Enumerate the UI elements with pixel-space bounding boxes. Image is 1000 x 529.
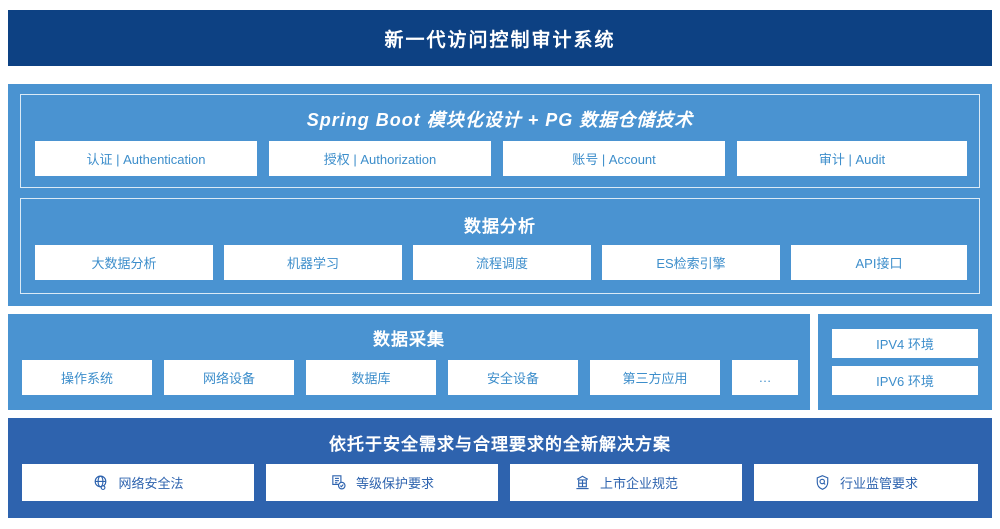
- chip-label: 第三方应用: [622, 371, 688, 386]
- page-title: 新一代访问控制审计系统: [384, 29, 616, 51]
- core-platform-subpanel: Spring Boot 模块化设计 + PG 数据仓储技术 认证 | Authe…: [20, 94, 980, 188]
- chip-label: ES检索引擎: [656, 256, 726, 271]
- chip-listed-enterprise-standards[interactable]: 上市企业规范: [510, 464, 742, 501]
- chip-label: 数据库: [351, 371, 391, 386]
- chip-machine-learning[interactable]: 机器学习: [224, 245, 402, 280]
- compliance-panel: 依托于安全需求与合理要求的全新解决方案 网络安全法: [8, 418, 992, 518]
- chip-network-device[interactable]: 网络设备: [164, 360, 294, 395]
- chip-es-search-engine[interactable]: ES检索引擎: [602, 245, 780, 280]
- chip-label: 网络安全法: [118, 476, 184, 491]
- chip-label: 流程调度: [475, 256, 528, 271]
- chip-label: 上市企业规范: [599, 476, 678, 491]
- chip-industry-regulatory-requirements[interactable]: 行业监管要求: [754, 464, 978, 501]
- chip-label: 授权 | Authorization: [323, 152, 437, 167]
- chip-api-interface[interactable]: API接口: [791, 245, 967, 280]
- chip-label: IPV6 环境: [876, 374, 934, 389]
- chip-label: 网络设备: [202, 371, 255, 386]
- chip-label: 安全设备: [486, 371, 539, 386]
- chip-label: API接口: [855, 256, 903, 271]
- chip-third-party-application[interactable]: 第三方应用: [590, 360, 720, 395]
- platform-panel: Spring Boot 模块化设计 + PG 数据仓储技术 认证 | Authe…: [8, 84, 992, 306]
- environment-panel: IPV4 环境 IPV6 环境: [818, 314, 992, 410]
- chip-account[interactable]: 账号 | Account: [503, 141, 725, 176]
- chip-label: 机器学习: [286, 256, 339, 271]
- chip-cybersecurity-law[interactable]: 网络安全法: [22, 464, 254, 501]
- data-collection-panel: 数据采集 操作系统 网络设备 数据库 安全设备 第三方应用 …: [8, 314, 810, 410]
- header-bar: 新一代访问控制审计系统: [8, 10, 992, 66]
- chip-ipv4-environment[interactable]: IPV4 环境: [832, 329, 978, 358]
- chip-more-ellipsis[interactable]: …: [732, 360, 798, 395]
- chip-big-data-analysis[interactable]: 大数据分析: [35, 245, 213, 280]
- chip-label: 大数据分析: [91, 256, 157, 271]
- chip-label: 认证 | Authentication: [86, 152, 206, 167]
- chip-process-scheduling[interactable]: 流程调度: [413, 245, 591, 280]
- chip-classified-protection-requirements[interactable]: 等级保护要求: [266, 464, 498, 501]
- chip-label: 等级保护要求: [355, 476, 434, 491]
- chip-label: 行业监管要求: [839, 476, 918, 491]
- shield-search-icon: [814, 474, 831, 491]
- chip-operating-system[interactable]: 操作系统: [22, 360, 152, 395]
- data-analysis-subpanel: 数据分析 大数据分析 机器学习 流程调度 ES检索引擎 API接口: [20, 198, 980, 294]
- chip-label: …: [758, 370, 772, 385]
- chip-security-device[interactable]: 安全设备: [448, 360, 578, 395]
- globe-icon: [92, 474, 109, 491]
- chip-label: 审计 | Audit: [818, 152, 886, 167]
- chip-ipv6-environment[interactable]: IPV6 环境: [832, 366, 978, 395]
- bank-building-icon: [574, 474, 591, 491]
- chip-database[interactable]: 数据库: [306, 360, 436, 395]
- chip-audit[interactable]: 审计 | Audit: [737, 141, 967, 176]
- data-analysis-title: 数据分析: [464, 217, 536, 236]
- chip-authentication[interactable]: 认证 | Authentication: [35, 141, 257, 176]
- chip-authorization[interactable]: 授权 | Authorization: [269, 141, 491, 176]
- chip-label: 操作系统: [60, 371, 113, 386]
- compliance-title: 依托于安全需求与合理要求的全新解决方案: [329, 435, 671, 454]
- document-check-icon: [330, 474, 347, 491]
- chip-label: IPV4 环境: [876, 337, 934, 352]
- chip-label: 账号 | Account: [572, 152, 656, 167]
- data-collection-title: 数据采集: [373, 330, 445, 349]
- core-platform-title: Spring Boot 模块化设计 + PG 数据仓储技术: [306, 110, 694, 130]
